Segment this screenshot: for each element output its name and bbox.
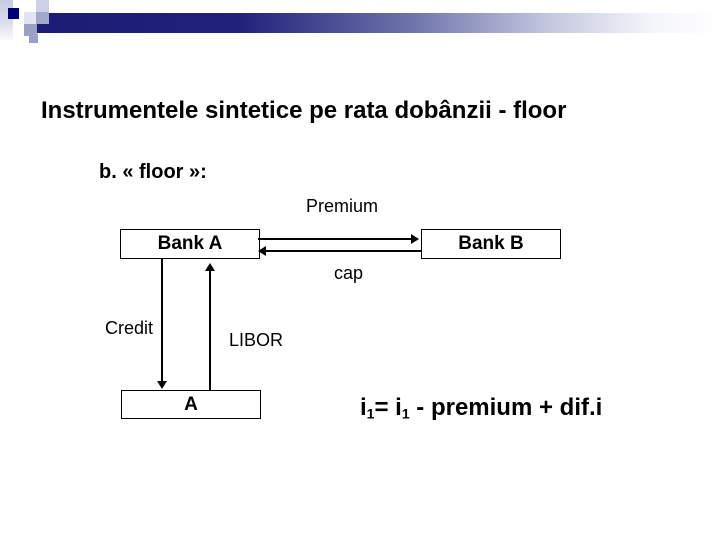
header-navy-square (8, 8, 19, 19)
libor-arrow-line (209, 271, 211, 390)
premium-arrow-line (258, 238, 412, 240)
bank-b-label: Bank B (458, 233, 524, 254)
credit-label: Credit (105, 318, 154, 338)
formula-part: = i (374, 394, 402, 421)
cap-arrow-line (266, 250, 421, 252)
formula-subscript: 1 (401, 405, 410, 422)
header-gradient-strip (0, 0, 13, 40)
premium-label: Premium (306, 196, 379, 216)
a-box: A (121, 390, 261, 419)
arrow-down-icon (157, 381, 167, 389)
header-pixel-square (24, 24, 37, 36)
header-pixel-square (36, 12, 49, 24)
formula: i1= i1 - premium + dif.i (360, 394, 602, 422)
bank-b-box: Bank B (421, 229, 561, 259)
arrow-right-icon (411, 234, 419, 244)
bank-a-label: Bank A (157, 233, 223, 254)
header-pixel-square (36, 0, 49, 12)
arrow-left-icon (258, 246, 266, 256)
credit-arrow-line (161, 259, 163, 381)
formula-part: - premium + dif.i (409, 394, 603, 421)
formula-subscript: 1 (366, 405, 375, 422)
header-pixel-square (24, 12, 36, 24)
arrow-up-icon (205, 263, 215, 271)
cap-label: cap (334, 263, 364, 283)
slide-title: Instrumentele sintetice pe rata dobânzii… (41, 97, 567, 124)
libor-label: LIBOR (229, 330, 284, 350)
header-pixel-square (29, 34, 38, 43)
section-label: b. « floor »: (99, 161, 207, 183)
header-gradient-bar (31, 13, 720, 33)
formula-part: i (360, 394, 367, 421)
a-box-label: A (184, 393, 198, 415)
bank-a-box: Bank A (120, 229, 260, 259)
